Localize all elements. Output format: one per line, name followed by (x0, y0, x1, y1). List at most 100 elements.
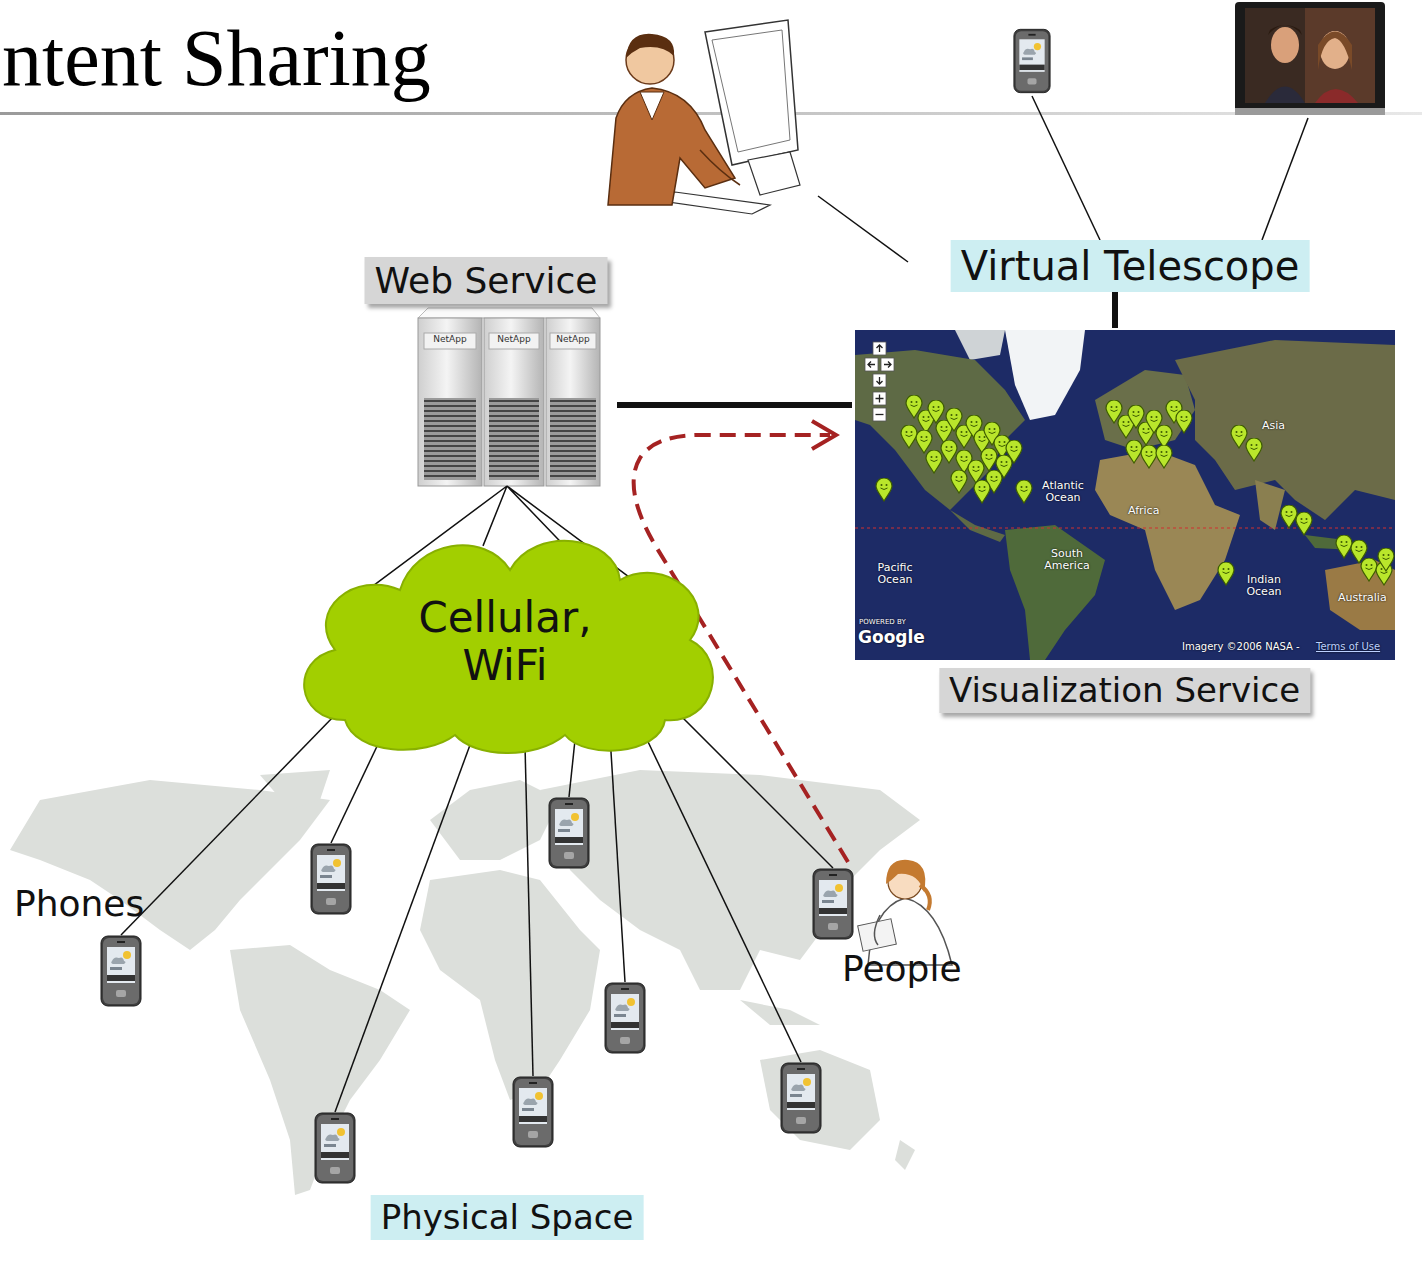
world-map-part (855, 330, 1395, 660)
map-label: Indian Ocean (1240, 574, 1288, 597)
person-figure-part (886, 860, 925, 892)
person-figure-part (874, 915, 880, 945)
zoom-symbols-part (884, 362, 891, 368)
world-map-part (1005, 525, 1105, 660)
phone-icon (315, 1113, 355, 1183)
node-text: Web Service (375, 259, 598, 302)
map-label: Google (858, 629, 925, 647)
thick-connector (1112, 292, 1118, 328)
phone-links-part (335, 745, 470, 1112)
world-map-part (955, 330, 1005, 360)
server-rack-part (418, 318, 482, 486)
label-box: Visualization Service (939, 668, 1310, 713)
world-map-part (1255, 480, 1285, 530)
server-rack-part (484, 318, 544, 486)
map-label: Australia (1338, 592, 1387, 604)
figure-label: People (842, 950, 962, 988)
world-map-part (855, 350, 1025, 510)
zoom-symbols-part (876, 414, 884, 415)
phone-icon (549, 798, 589, 868)
zoom-controls-part (873, 342, 886, 355)
viewer-links-part (818, 196, 908, 262)
tv-screen-part (1235, 2, 1385, 115)
zoom-symbols (868, 345, 891, 415)
node-text: Physical Space (381, 1197, 634, 1238)
phone-links-part (525, 745, 533, 1076)
title-rule (0, 112, 1422, 115)
world-silhouette (10, 770, 920, 1195)
phone-links-part (680, 715, 833, 868)
user-figure-part (640, 92, 664, 120)
zoom-symbols-part (877, 377, 883, 384)
zoom-controls-part (873, 408, 886, 421)
map-label: Pacific Ocean (870, 562, 920, 585)
map-markers-part (1218, 562, 1234, 585)
user-figure-part (608, 88, 735, 205)
label-box: Web Service (365, 257, 608, 304)
world-map-part (950, 510, 1005, 542)
zoom-controls-part (881, 358, 894, 371)
server-rack-part (489, 333, 539, 349)
server-rack-part (546, 318, 600, 486)
map-markers-part (974, 480, 990, 503)
map-label: POWERED BY (859, 619, 906, 626)
map-markers-part (1016, 480, 1032, 503)
world-silhouette-part (10, 780, 330, 950)
world-map (855, 330, 1395, 660)
cloud-text-holder: Cellular, WiFi (380, 593, 630, 690)
visualization-node: Visualization Service (852, 328, 1397, 733)
map-markers-part (1156, 445, 1172, 468)
node-text: Virtual Telescope (961, 242, 1300, 290)
map-markers-part (1126, 440, 1142, 463)
service-label: Virtual Telescope (951, 240, 1310, 292)
map-markers-part (1156, 425, 1172, 448)
web-service-node: Web Service (355, 255, 617, 486)
zoom-controls (865, 342, 894, 421)
world-map-part (1175, 340, 1395, 520)
world-silhouette-part (260, 770, 330, 810)
network-cloud: Cellular, WiFi (285, 520, 725, 755)
map-markers-part (951, 470, 967, 493)
phone-icon (513, 1077, 553, 1147)
map-markers-part (928, 400, 944, 423)
map-markers-part (1246, 438, 1262, 461)
world-silhouette-part (420, 870, 600, 1100)
zoom-controls-part (873, 374, 886, 387)
zoom-symbols-part (868, 362, 875, 368)
zoom-controls-part (873, 392, 886, 405)
map-label: Terms of Use (1316, 642, 1380, 653)
phone-icon (813, 869, 853, 939)
phone-links-part (640, 725, 801, 1062)
phone-links-part (331, 740, 380, 843)
map-markers-part (1231, 425, 1247, 448)
node-text: Cellular, WiFi (380, 593, 630, 690)
map-label: Imagery ©2006 NASA - (1182, 642, 1300, 653)
user-figure-part (662, 192, 770, 214)
user-figure-part (705, 20, 798, 165)
map-markers-part (1361, 558, 1377, 581)
map-label: Africa (1128, 505, 1159, 517)
map-markers-part (1378, 548, 1394, 571)
map-markers-part (968, 460, 984, 483)
map-markers-part (1281, 505, 1297, 528)
server-badge: NetApp (489, 335, 539, 344)
person-figure-part (920, 885, 930, 910)
flow-arrow-part (812, 421, 836, 449)
map-markers-part (1336, 535, 1352, 558)
user-figure (608, 20, 800, 214)
world-silhouette-part (895, 1140, 915, 1170)
map-markers-part (876, 478, 892, 501)
tv-screen-part (1235, 108, 1385, 115)
map-markers-part (916, 430, 932, 453)
phone-icon (781, 1063, 821, 1133)
tv-screen-part (1265, 87, 1305, 104)
phone-icon (101, 936, 141, 1006)
map-markers-part (926, 450, 942, 473)
node-text: Visualization Service (949, 670, 1300, 711)
phone-links-part (569, 740, 575, 797)
phone-links (121, 715, 833, 1112)
slide-title: ntent Sharing (2, 12, 431, 104)
zoom-controls-part (865, 358, 878, 371)
